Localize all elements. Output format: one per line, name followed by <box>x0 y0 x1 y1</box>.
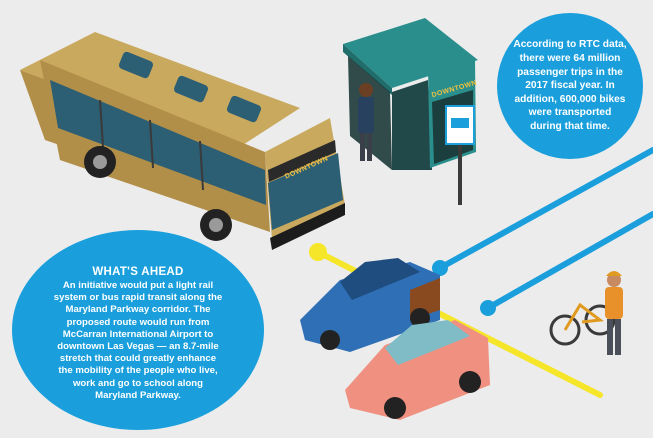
pink-car-wheel-front <box>384 397 406 419</box>
blue-car-wheel-front <box>320 330 340 350</box>
bus-shelter: DOWNTOWN <box>343 18 478 205</box>
whats-ahead-heading: WHAT'S AHEAD <box>92 265 184 278</box>
bus-roof <box>20 32 300 150</box>
pink-car-wheel-rear <box>459 371 481 393</box>
stats-bubble: According to RTC data, there were 64 mil… <box>497 13 643 159</box>
bus: DOWNTOWN <box>20 32 345 250</box>
pink-car <box>345 320 490 420</box>
blue-route-dot-upper <box>432 260 448 276</box>
bike-wheel-left <box>549 314 581 346</box>
blue-route-line-lower <box>485 211 653 311</box>
yellow-route-dot <box>309 243 327 261</box>
whats-ahead-bubble: WHAT'S AHEAD An initiative would put a l… <box>12 230 264 430</box>
shelter-side-panel <box>392 80 432 170</box>
bus-windows <box>50 80 266 205</box>
blue-route-dot-lower <box>480 300 496 316</box>
waiting-person <box>358 83 374 161</box>
bike-wheel-right <box>584 304 616 336</box>
whats-ahead-text: An initiative would put a light rail sys… <box>53 279 223 401</box>
bus-windshield <box>268 153 343 230</box>
stats-text: According to RTC data, there were 64 mil… <box>513 39 627 132</box>
blue-car <box>300 258 440 352</box>
blue-car-wheel-rear <box>410 308 430 328</box>
blue-route-line-upper <box>437 147 653 271</box>
cyclist-shirt <box>605 287 623 319</box>
cyclist <box>549 271 623 355</box>
bus-destination-panel <box>268 140 336 182</box>
